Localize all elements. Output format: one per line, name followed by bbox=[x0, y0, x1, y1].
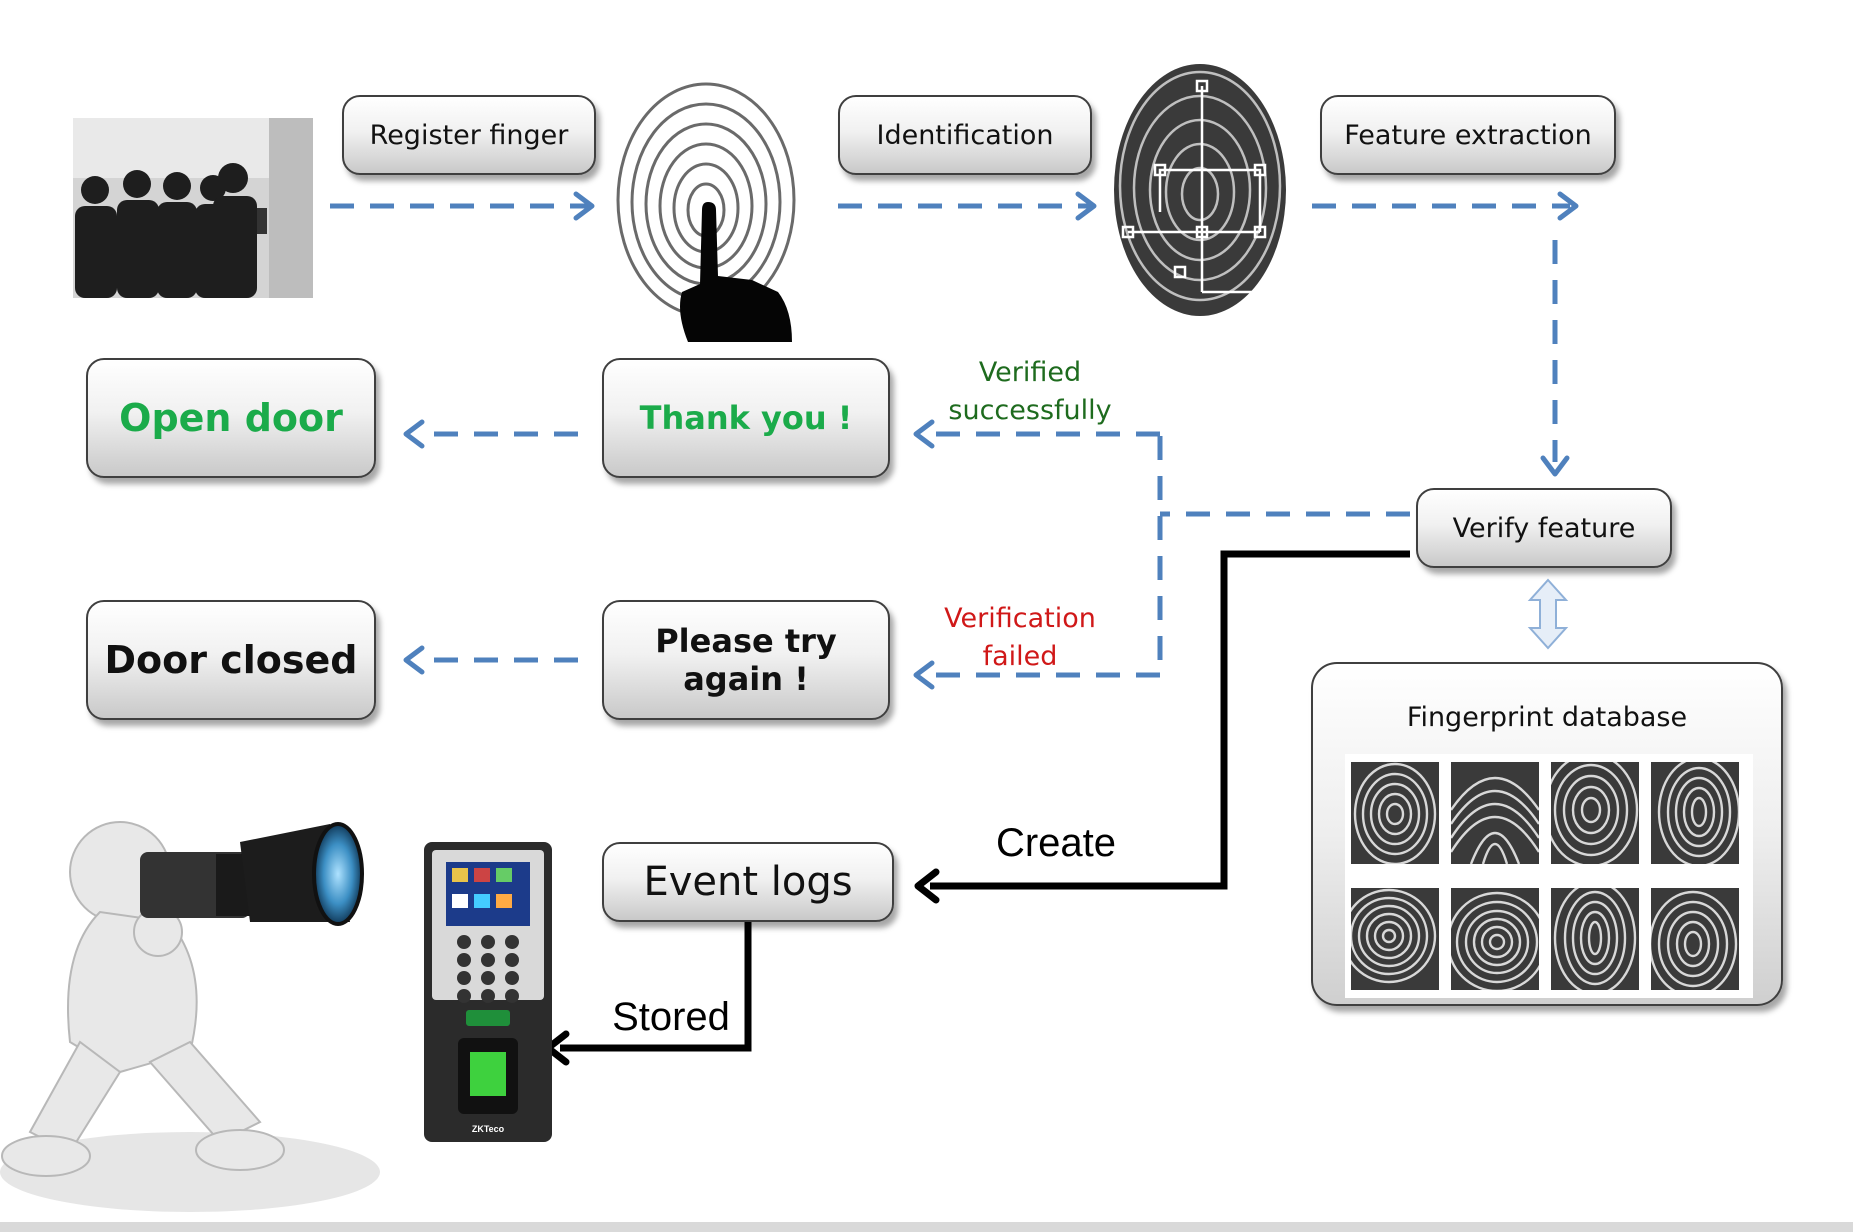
fingerprint-grid bbox=[1345, 754, 1753, 998]
photographer-figure bbox=[0, 821, 380, 1212]
failed-line-2: failed bbox=[982, 641, 1058, 672]
arrowhead-thank-you bbox=[913, 419, 935, 449]
thank-you-box: Thank you ! bbox=[602, 358, 890, 478]
try-again-label: Please try again ! bbox=[655, 622, 837, 698]
solid-verify-to-eventlogs bbox=[930, 550, 1410, 890]
register-finger-label: Register finger bbox=[369, 119, 569, 151]
device-brand-label: ZKTeco bbox=[472, 1124, 505, 1134]
stored-label: Stored bbox=[612, 995, 730, 1039]
fingerprint-minutiae-image bbox=[1114, 64, 1286, 316]
verified-line-1: Verified bbox=[978, 357, 1082, 388]
solid-eventlogs-to-device bbox=[560, 920, 752, 1052]
fingerprint-touch-image bbox=[616, 82, 796, 342]
identification-label: Identification bbox=[876, 119, 1054, 151]
door-closed-label: Door closed bbox=[104, 638, 358, 682]
fingerprint-terminal-device: ZKTeco bbox=[424, 842, 552, 1142]
verify-feature-box: Verify feature bbox=[1416, 488, 1672, 568]
verify-feature-label: Verify feature bbox=[1452, 512, 1636, 544]
try-again-box: Please try again ! bbox=[602, 600, 890, 720]
fingerprint-sensor-icon bbox=[470, 1052, 506, 1096]
fingerprint-sample-8 bbox=[1651, 888, 1739, 990]
thank-you-label: Thank you ! bbox=[639, 399, 853, 437]
arrowhead-try-again bbox=[913, 660, 935, 690]
fingerprint-sample-5 bbox=[1351, 888, 1439, 990]
double-arrow-verify-database bbox=[1527, 578, 1569, 650]
fingerprint-sample-6 bbox=[1451, 888, 1539, 990]
event-logs-box: Event logs bbox=[602, 842, 894, 922]
feature-extraction-box: Feature extraction bbox=[1320, 95, 1616, 175]
bottom-bar bbox=[0, 1222, 1853, 1232]
feature-extraction-label: Feature extraction bbox=[1344, 119, 1592, 151]
failed-label: Verification failed bbox=[920, 600, 1120, 676]
arrowhead-extraction bbox=[1557, 191, 1579, 221]
register-finger-box: Register finger bbox=[342, 95, 596, 175]
arrowhead-register bbox=[573, 191, 595, 221]
pointing-finger-icon bbox=[680, 202, 792, 342]
arrowhead-identification bbox=[1075, 191, 1097, 221]
failed-line-1: Verification bbox=[944, 603, 1096, 634]
arrowhead-event-logs bbox=[914, 868, 940, 904]
fingerprint-database-title: Fingerprint database bbox=[1406, 702, 1688, 733]
identification-box: Identification bbox=[838, 95, 1092, 175]
open-door-box: Open door bbox=[86, 358, 376, 478]
fingerprint-sample-7 bbox=[1551, 888, 1639, 990]
fingerprint-database-panel: Fingerprint database bbox=[1311, 662, 1783, 1006]
create-label: Create bbox=[995, 821, 1117, 865]
fingerprint-sample-2 bbox=[1451, 762, 1539, 864]
arrowhead-open-door bbox=[403, 419, 425, 449]
verified-label: Verified successfully bbox=[930, 354, 1130, 430]
door-closed-box: Door closed bbox=[86, 600, 376, 720]
fingerprint-sample-1 bbox=[1351, 762, 1439, 864]
arrowhead-verify bbox=[1540, 455, 1570, 477]
arrowhead-door-closed bbox=[403, 645, 425, 675]
event-logs-label: Event logs bbox=[643, 859, 853, 905]
people-registering-photo bbox=[73, 118, 313, 298]
verified-line-2: successfully bbox=[948, 395, 1112, 426]
fingerprint-sample-4 bbox=[1651, 762, 1739, 864]
open-door-label: Open door bbox=[119, 396, 343, 440]
fingerprint-sample-3 bbox=[1551, 762, 1639, 864]
